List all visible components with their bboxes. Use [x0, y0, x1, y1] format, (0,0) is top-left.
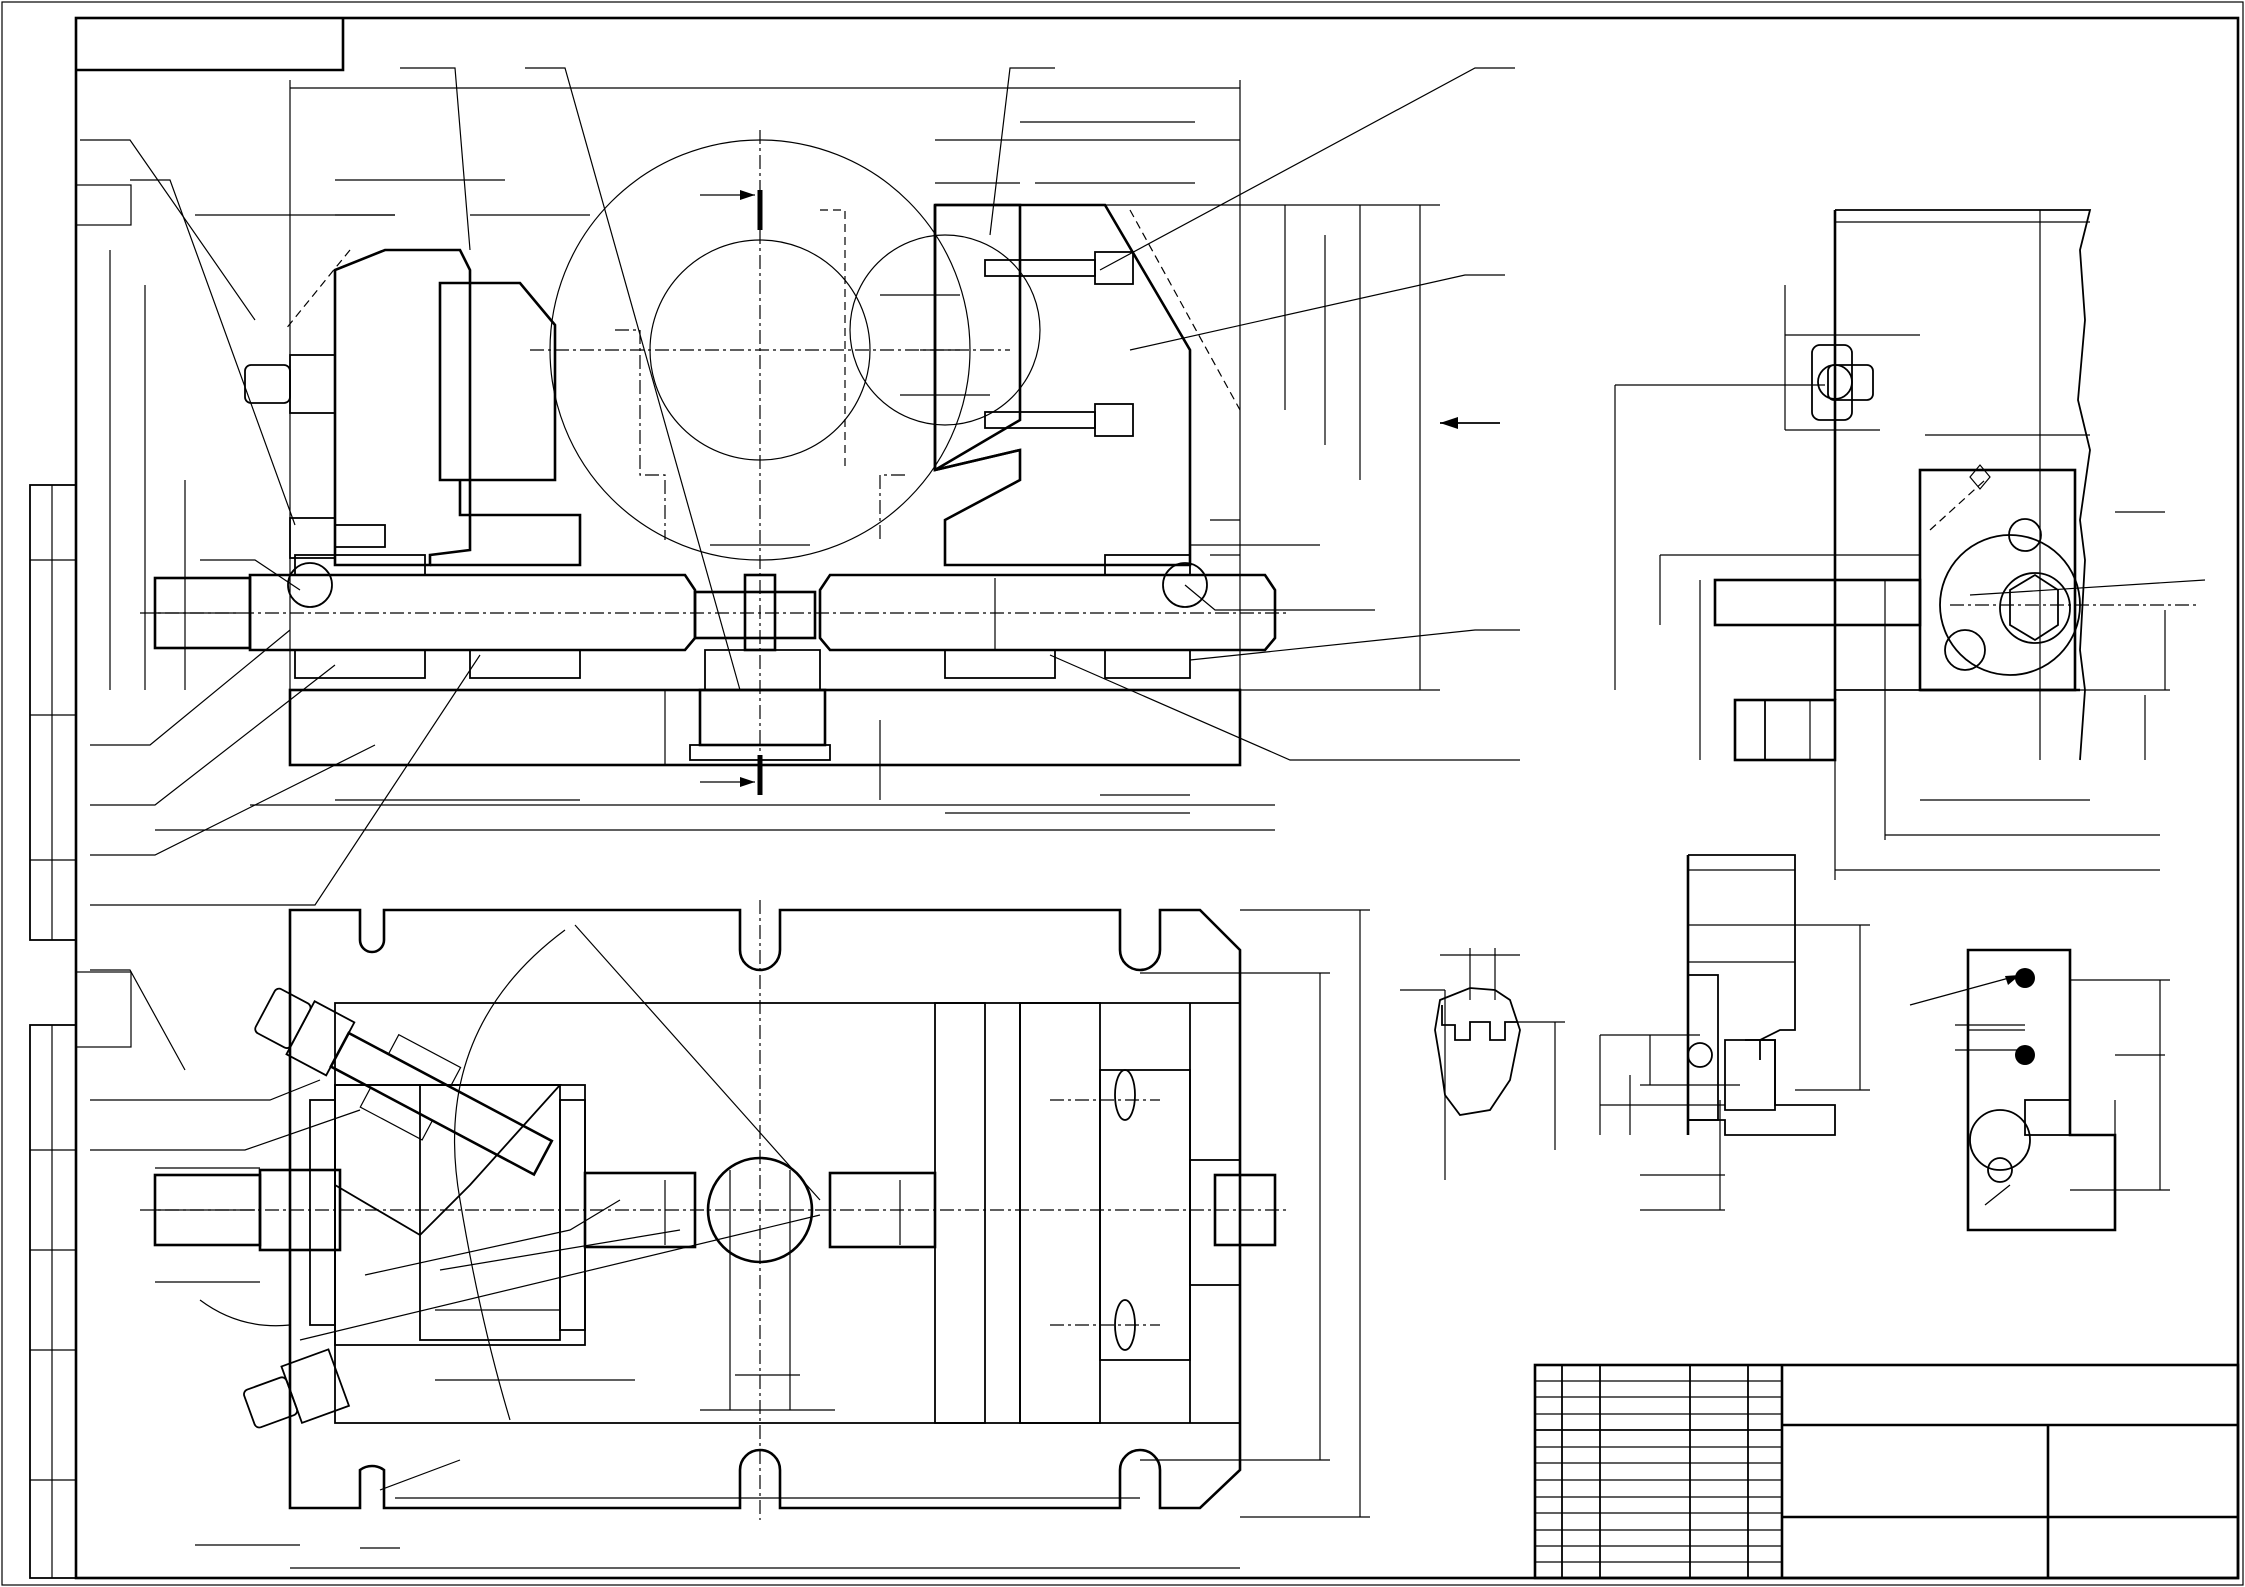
front-section-view [140, 130, 1500, 795]
title-block [1533, 1363, 2240, 1580]
adjust-bolt [243, 1348, 351, 1429]
right-jaw [934, 203, 1022, 472]
left-jaw [438, 281, 557, 482]
detail-b [1599, 854, 1870, 1211]
front-view-dimensions [80, 67, 1520, 906]
inclined-screw [254, 987, 554, 1177]
left-support [333, 248, 472, 567]
detail-profile [1400, 948, 1565, 1180]
detail-c [1909, 948, 2170, 1232]
right-support [933, 203, 1192, 567]
base-plate-top [288, 908, 1242, 1510]
title-block-grid-rows [1535, 1380, 1782, 1563]
top-view [90, 900, 1370, 1569]
lead-screw-right [818, 573, 1277, 652]
center-key [698, 688, 827, 747]
side-view [1614, 209, 2206, 880]
